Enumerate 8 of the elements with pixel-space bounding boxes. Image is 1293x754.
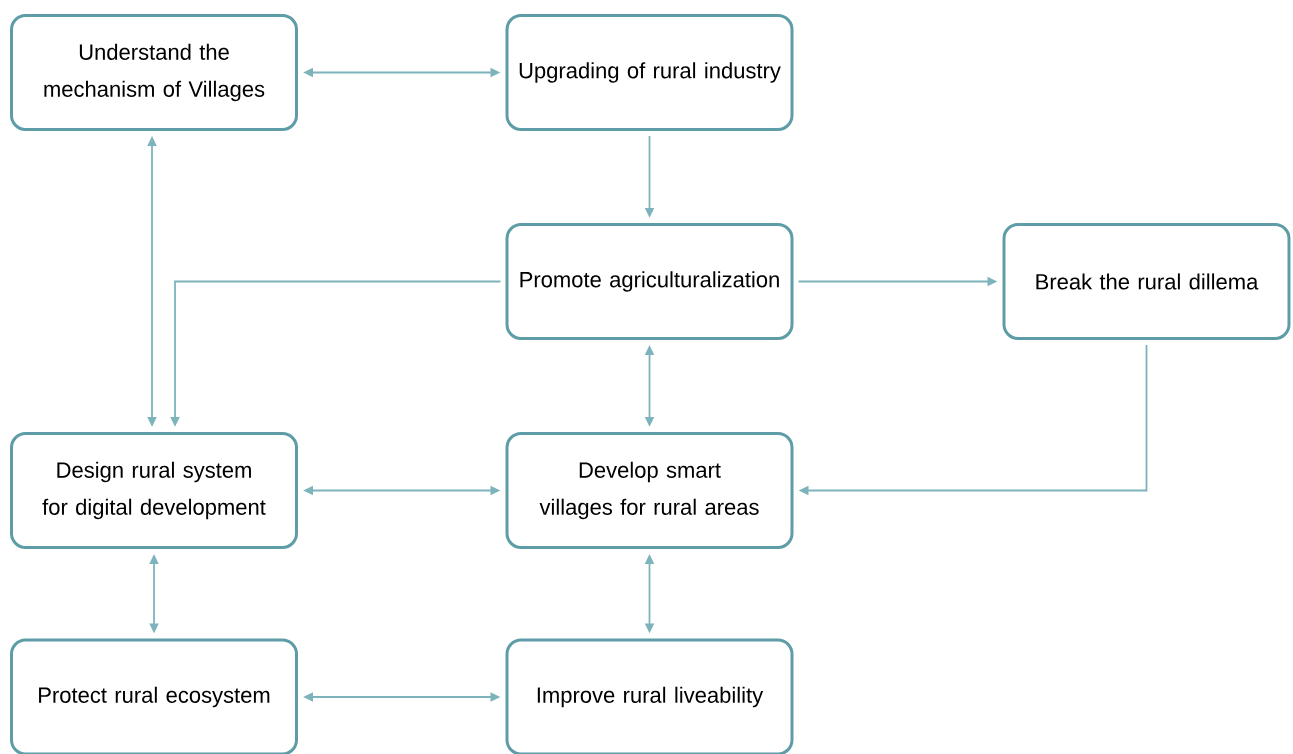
process-box: Protect rural ecosystem bbox=[10, 638, 298, 754]
process-box: Promote agriculturalization bbox=[505, 223, 794, 340]
process-box: Understand the mechanism of Villages bbox=[10, 14, 298, 131]
process-box: Develop smart villages for rural areas bbox=[505, 432, 794, 549]
process-box: Break the rural dillema bbox=[1002, 223, 1291, 340]
process-box: Upgrading of rural industry bbox=[505, 14, 794, 131]
process-box: Improve rural liveability bbox=[505, 638, 794, 754]
process-box: Design rural system for digital development bbox=[10, 432, 298, 549]
